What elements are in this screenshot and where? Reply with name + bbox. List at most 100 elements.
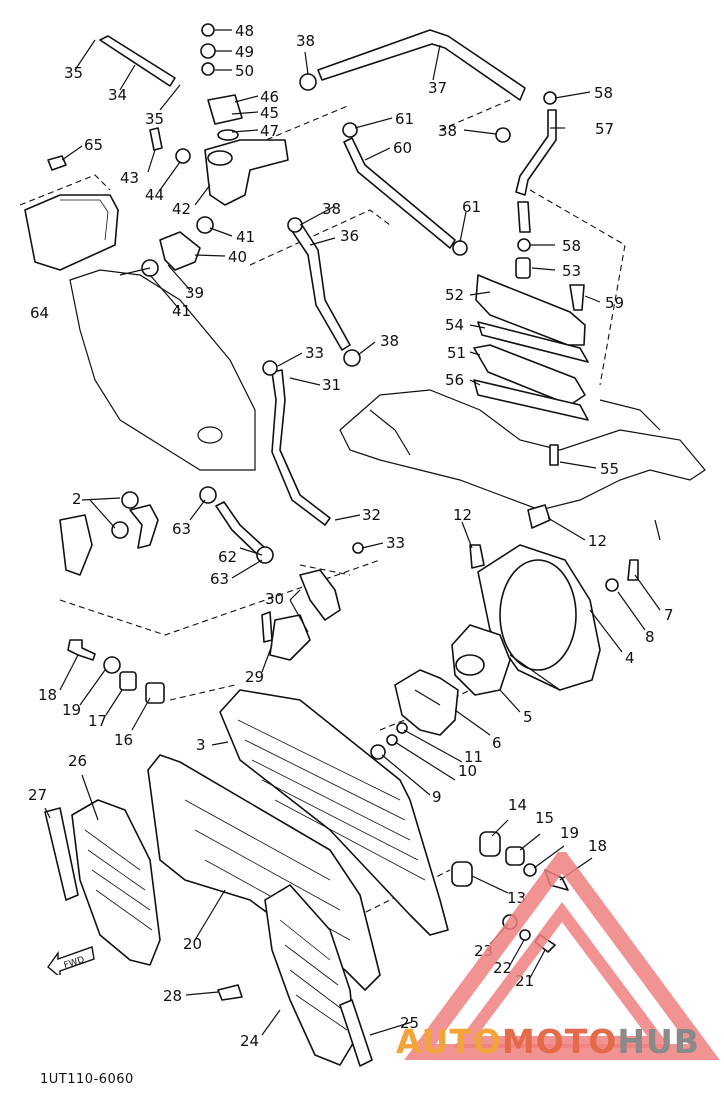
watermark-brand: AUTOMOTOHUB — [396, 1022, 700, 1061]
callout: 61 — [462, 198, 481, 216]
thermostat-housing — [204, 94, 289, 206]
callout: 27 — [28, 786, 47, 804]
brand-moto: MOTO — [501, 1022, 618, 1061]
callout: 17 — [88, 712, 107, 730]
callout: 47 — [260, 122, 279, 140]
callout: 19 — [560, 824, 579, 842]
callout: 48 — [235, 22, 254, 40]
callout: 38 — [322, 200, 341, 218]
callout: 25 — [400, 1014, 419, 1032]
callout: 38 — [296, 32, 315, 50]
callout: 35 — [145, 110, 164, 128]
hose-31 — [271, 369, 331, 526]
callout: 53 — [562, 262, 581, 280]
callout: 29 — [245, 668, 264, 686]
callout: 38 — [380, 332, 399, 350]
callout: 41 — [172, 302, 191, 320]
callout: 41 — [236, 228, 255, 246]
callout: 56 — [445, 371, 464, 389]
brand-auto: AUTO — [396, 1022, 502, 1061]
callout: 2 — [72, 490, 82, 508]
callout: 11 — [464, 748, 483, 766]
callout: 22 — [493, 959, 512, 977]
callout: 51 — [447, 344, 466, 362]
callout: 50 — [235, 62, 254, 80]
callout: 33 — [305, 344, 324, 362]
callout: 38 — [438, 122, 457, 140]
callout: 42 — [172, 200, 191, 218]
callout: 9 — [432, 788, 442, 806]
callout: 16 — [114, 731, 133, 749]
callout: 8 — [645, 628, 655, 646]
callout: 39 — [185, 284, 204, 302]
reservoir-64 — [24, 194, 119, 271]
callout: 52 — [445, 286, 464, 304]
callout: 20 — [183, 935, 202, 953]
callout: 14 — [508, 796, 527, 814]
hose-2 — [129, 504, 159, 549]
elbow-39 — [159, 231, 201, 271]
radiator-and-covers — [44, 689, 449, 1067]
hose-37 — [317, 29, 526, 101]
callout: 57 — [595, 120, 614, 138]
callout: 26 — [68, 752, 87, 770]
callout: 46 — [260, 88, 279, 106]
hose-57 — [515, 109, 557, 196]
callout: 43 — [120, 169, 139, 187]
small-hardware — [47, 23, 639, 1001]
callout: 33 — [386, 534, 405, 552]
callout: 31 — [322, 376, 341, 394]
callout: 10 — [458, 762, 477, 780]
forward-arrow-icon: FWD — [47, 946, 95, 975]
callout: 28 — [163, 987, 182, 1005]
callout: 54 — [445, 316, 464, 334]
callout: 62 — [218, 548, 237, 566]
callout: 60 — [393, 139, 412, 157]
callout: 44 — [145, 186, 164, 204]
brand-hub: HUB — [617, 1022, 700, 1061]
callout: 19 — [62, 701, 81, 719]
callout: 58 — [562, 237, 581, 255]
callout: 36 — [340, 227, 359, 245]
hose-segment-57 — [517, 201, 531, 233]
callout: 65 — [84, 136, 103, 154]
callout: 32 — [362, 506, 381, 524]
callout: 49 — [235, 43, 254, 61]
callout: 64 — [30, 304, 49, 322]
callout: 35 — [64, 64, 83, 82]
callout: 59 — [605, 294, 624, 312]
callout: 45 — [260, 104, 279, 122]
callout: 3 — [196, 736, 206, 754]
callout: 30 — [265, 590, 284, 608]
callout: 5 — [523, 708, 533, 726]
diagram-code: 1UT110-6060 — [40, 1072, 134, 1087]
callout: 61 — [395, 110, 414, 128]
callout: 4 — [625, 649, 635, 667]
callout: 58 — [594, 84, 613, 102]
callout: 12 — [453, 506, 472, 524]
callout: 12 — [588, 532, 607, 550]
callout: 55 — [600, 460, 619, 478]
leader-lines — [44, 29, 661, 1036]
hose-60 — [343, 137, 456, 249]
callout: 24 — [240, 1032, 259, 1050]
callout: 63 — [172, 520, 191, 538]
engine-outline — [69, 269, 706, 541]
callout: 34 — [108, 86, 127, 104]
fan-assembly — [394, 544, 601, 736]
hose-36 — [289, 221, 351, 351]
hose-34 — [99, 35, 176, 87]
callout: 37 — [428, 79, 447, 97]
callout: 63 — [210, 570, 229, 588]
callout: 7 — [664, 606, 674, 624]
water-pipe-assembly — [473, 257, 589, 466]
callout: 18 — [588, 837, 607, 855]
callout: 18 — [38, 686, 57, 704]
callout-labels: 48 49 50 38 35 34 35 46 45 47 37 58 57 6… — [28, 22, 674, 1050]
hoses — [99, 29, 557, 556]
callout: 15 — [535, 809, 554, 827]
callout: 6 — [492, 734, 502, 752]
watermark-triangle-icon — [404, 852, 720, 1060]
callout: 40 — [228, 248, 247, 266]
